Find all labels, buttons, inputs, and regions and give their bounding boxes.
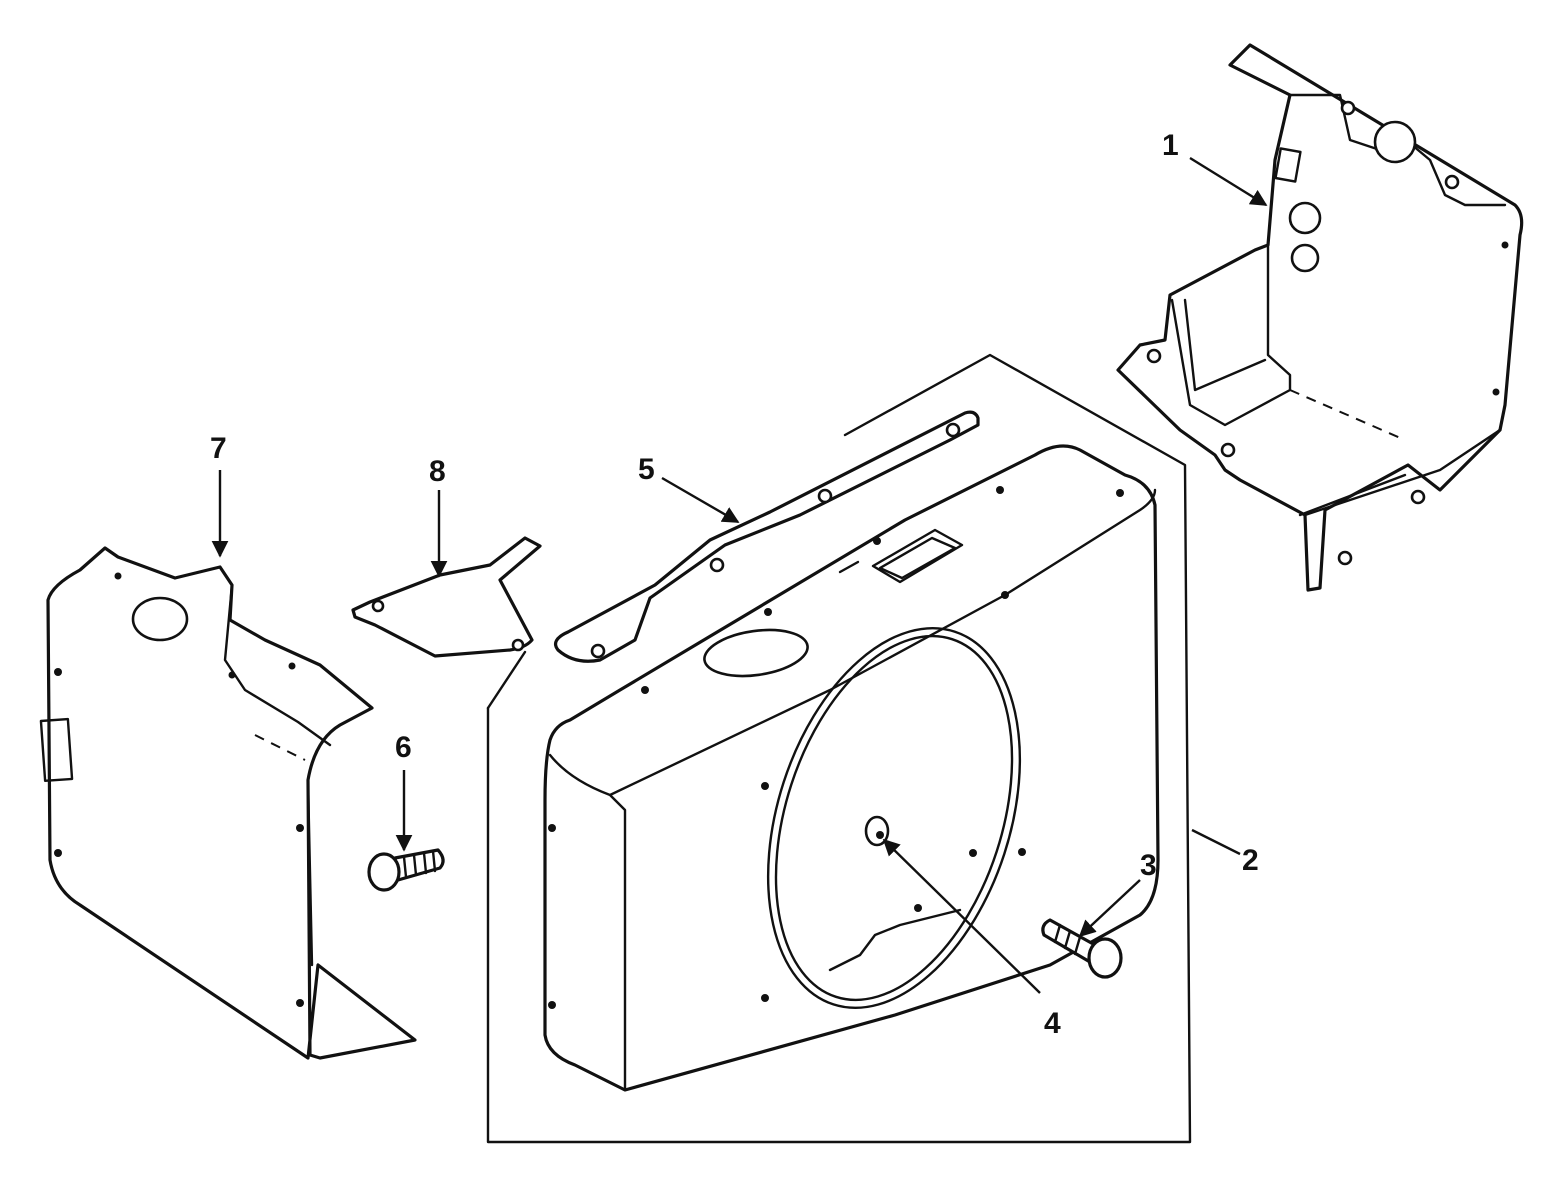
callout-labels: 1 2 3 4 5 6 7 8 <box>210 129 1259 1040</box>
callout-8: 8 <box>429 455 446 488</box>
callout-3: 3 <box>1140 849 1157 882</box>
part-1-bracket <box>1116 43 1524 592</box>
leader-lines <box>211 156 1268 994</box>
part-2-outline <box>486 353 1192 1144</box>
part-5-strip <box>554 410 980 663</box>
callout-5: 5 <box>638 453 655 486</box>
part-3-screw <box>1041 918 1123 979</box>
part-8-plate <box>351 536 542 658</box>
callout-6: 6 <box>395 731 412 764</box>
callout-2: 2 <box>1242 844 1259 877</box>
callout-7: 7 <box>210 432 227 465</box>
blower-housing <box>543 444 1160 1092</box>
callout-1: 1 <box>1162 129 1179 162</box>
callout-4: 4 <box>1044 1007 1061 1040</box>
part-6-screw <box>367 848 445 892</box>
part-7-shroud <box>39 546 417 1060</box>
